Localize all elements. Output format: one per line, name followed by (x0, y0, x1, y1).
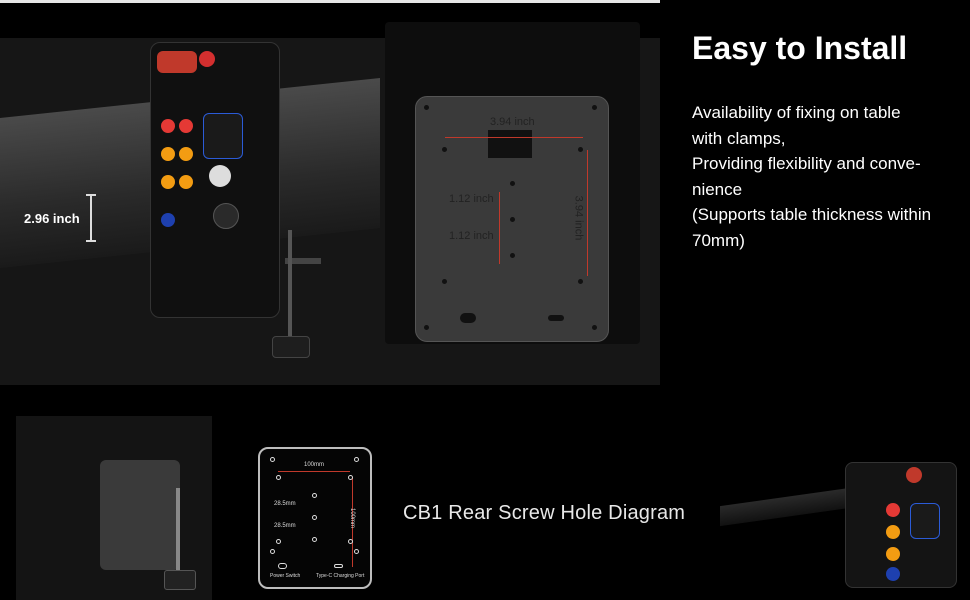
spacing-top-label: 1.12 inch (449, 193, 494, 205)
charging-port-label: Type-C Charging Port (316, 573, 365, 579)
key-switch-icon (209, 165, 231, 187)
spacing-measure-line (499, 192, 500, 264)
diagram-spacing-top: 28.5mm (274, 501, 296, 507)
screw-hole-icon (276, 539, 281, 544)
description-text: Availability of fixing on table with cla… (692, 100, 960, 253)
clamp-screw (288, 230, 292, 338)
power-switch-icon (278, 563, 287, 569)
diagram-width-line (278, 471, 350, 472)
logo-icon (203, 113, 243, 159)
diagram-caption: CB1 Rear Screw Hole Diagram (403, 502, 686, 524)
clamp-knob-icon (164, 570, 196, 590)
plate-label-area (488, 130, 532, 158)
red-button-icon (161, 119, 175, 133)
orange-button-icon (886, 547, 900, 561)
orange-button-icon (161, 175, 175, 189)
screw-hole (578, 279, 583, 284)
screw-hole (442, 147, 447, 152)
orange-button-icon (886, 525, 900, 539)
power-switch-icon (460, 313, 476, 323)
toggle-switch-icon (157, 51, 197, 73)
button-box-device (150, 42, 280, 318)
screw-hole (592, 325, 597, 330)
screw-hole (510, 253, 515, 258)
plate-height-label: 3.94 inch (572, 195, 585, 241)
screw-hole-icon (354, 549, 359, 554)
description-line: 70mm) (692, 230, 745, 250)
screw-hole-icon (270, 549, 275, 554)
screw-hole (510, 217, 515, 222)
screw-hole (592, 105, 597, 110)
top-divider-line (0, 0, 660, 3)
screw-hole-icon (312, 515, 317, 520)
clamp-knob-icon (272, 336, 310, 358)
orange-button-icon (179, 175, 193, 189)
screw-hole-icon (312, 537, 317, 542)
orange-button-icon (179, 147, 193, 161)
height-measure-line (587, 150, 588, 276)
screw-hole (424, 325, 429, 330)
thickness-measure-line (86, 194, 96, 242)
description-line: with clamps, (692, 128, 786, 148)
thickness-label: 2.96 inch (24, 211, 80, 226)
screw-hole (578, 147, 583, 152)
orange-button-icon (161, 147, 175, 161)
diagram-height-label: 100mm (349, 507, 356, 529)
screw-hole-icon (270, 457, 275, 462)
clamp-arm (285, 258, 321, 264)
blue-button-icon (161, 213, 175, 227)
diagram-spacing-bottom: 28.5mm (274, 523, 296, 529)
button-box-device (845, 462, 957, 588)
description-line: (Supports table thickness within (692, 205, 932, 224)
clamp-screw (176, 488, 180, 572)
diagram-width-label: 100mm (304, 462, 325, 468)
width-measure-line (445, 137, 583, 138)
screw-hole (510, 181, 515, 186)
screw-hole-icon (354, 457, 359, 462)
red-button-icon (886, 503, 900, 517)
blue-button-icon (886, 567, 900, 581)
usb-c-port-icon (334, 564, 343, 568)
screw-hole (442, 279, 447, 284)
mount-plate (100, 460, 180, 570)
red-button-icon (179, 119, 193, 133)
usb-c-port-icon (548, 315, 564, 321)
screw-hole-icon (312, 493, 317, 498)
screw-hole-diagram: 100mm 100mm 28.5mm 28.5mm Power Switch T… (258, 447, 372, 589)
joystick-icon (213, 203, 239, 229)
power-switch-label: Power Switch (270, 573, 301, 579)
diagram-height-line (352, 477, 353, 567)
section-heading: Easy to Install (692, 30, 908, 66)
screw-hole-icon (348, 539, 353, 544)
screw-hole-icon (276, 475, 281, 480)
plate-width-label: 3.94 inch (490, 116, 535, 128)
screw-hole (424, 105, 429, 110)
spacing-bottom-label: 1.12 inch (449, 230, 494, 242)
description-line: Availability of fixing on table (692, 103, 901, 122)
red-button-icon (199, 51, 215, 67)
description-line: nience (692, 179, 743, 199)
description-line: Providing flexibility and conve- (692, 154, 921, 173)
red-button-icon (906, 467, 922, 483)
logo-icon (910, 503, 940, 539)
screw-hole-icon (348, 475, 353, 480)
